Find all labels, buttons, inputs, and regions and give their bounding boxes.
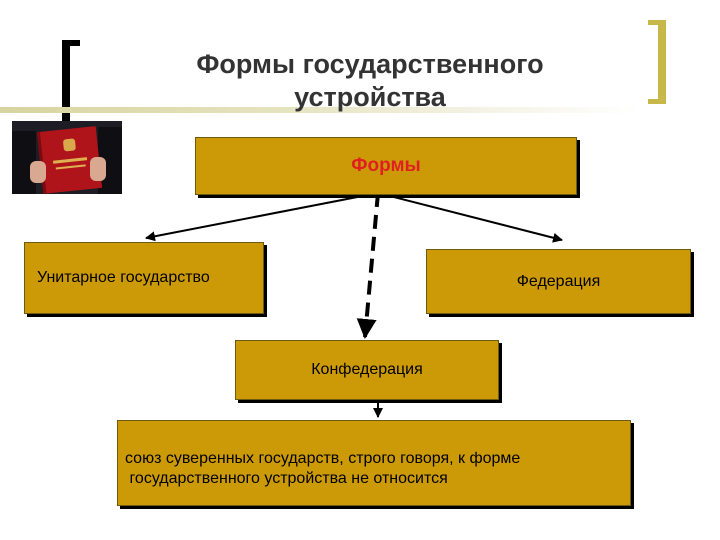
arrow-to-unitary bbox=[146, 193, 378, 238]
forms-root-box: Формы bbox=[195, 137, 577, 195]
federation-box: Федерация bbox=[426, 249, 691, 314]
union-note-box: союз суверенных государств, строго говор… bbox=[117, 420, 631, 506]
union-note-line1: союз суверенных государств, строго говор… bbox=[125, 449, 630, 469]
confederation-box: Конфедерация bbox=[235, 340, 499, 400]
unitary-state-box: Унитарное государство bbox=[24, 242, 264, 314]
arrow-to-confederation bbox=[365, 193, 378, 337]
arrow-to-federation bbox=[378, 193, 562, 240]
union-note-line2: государственного устройства не относится bbox=[125, 469, 630, 489]
